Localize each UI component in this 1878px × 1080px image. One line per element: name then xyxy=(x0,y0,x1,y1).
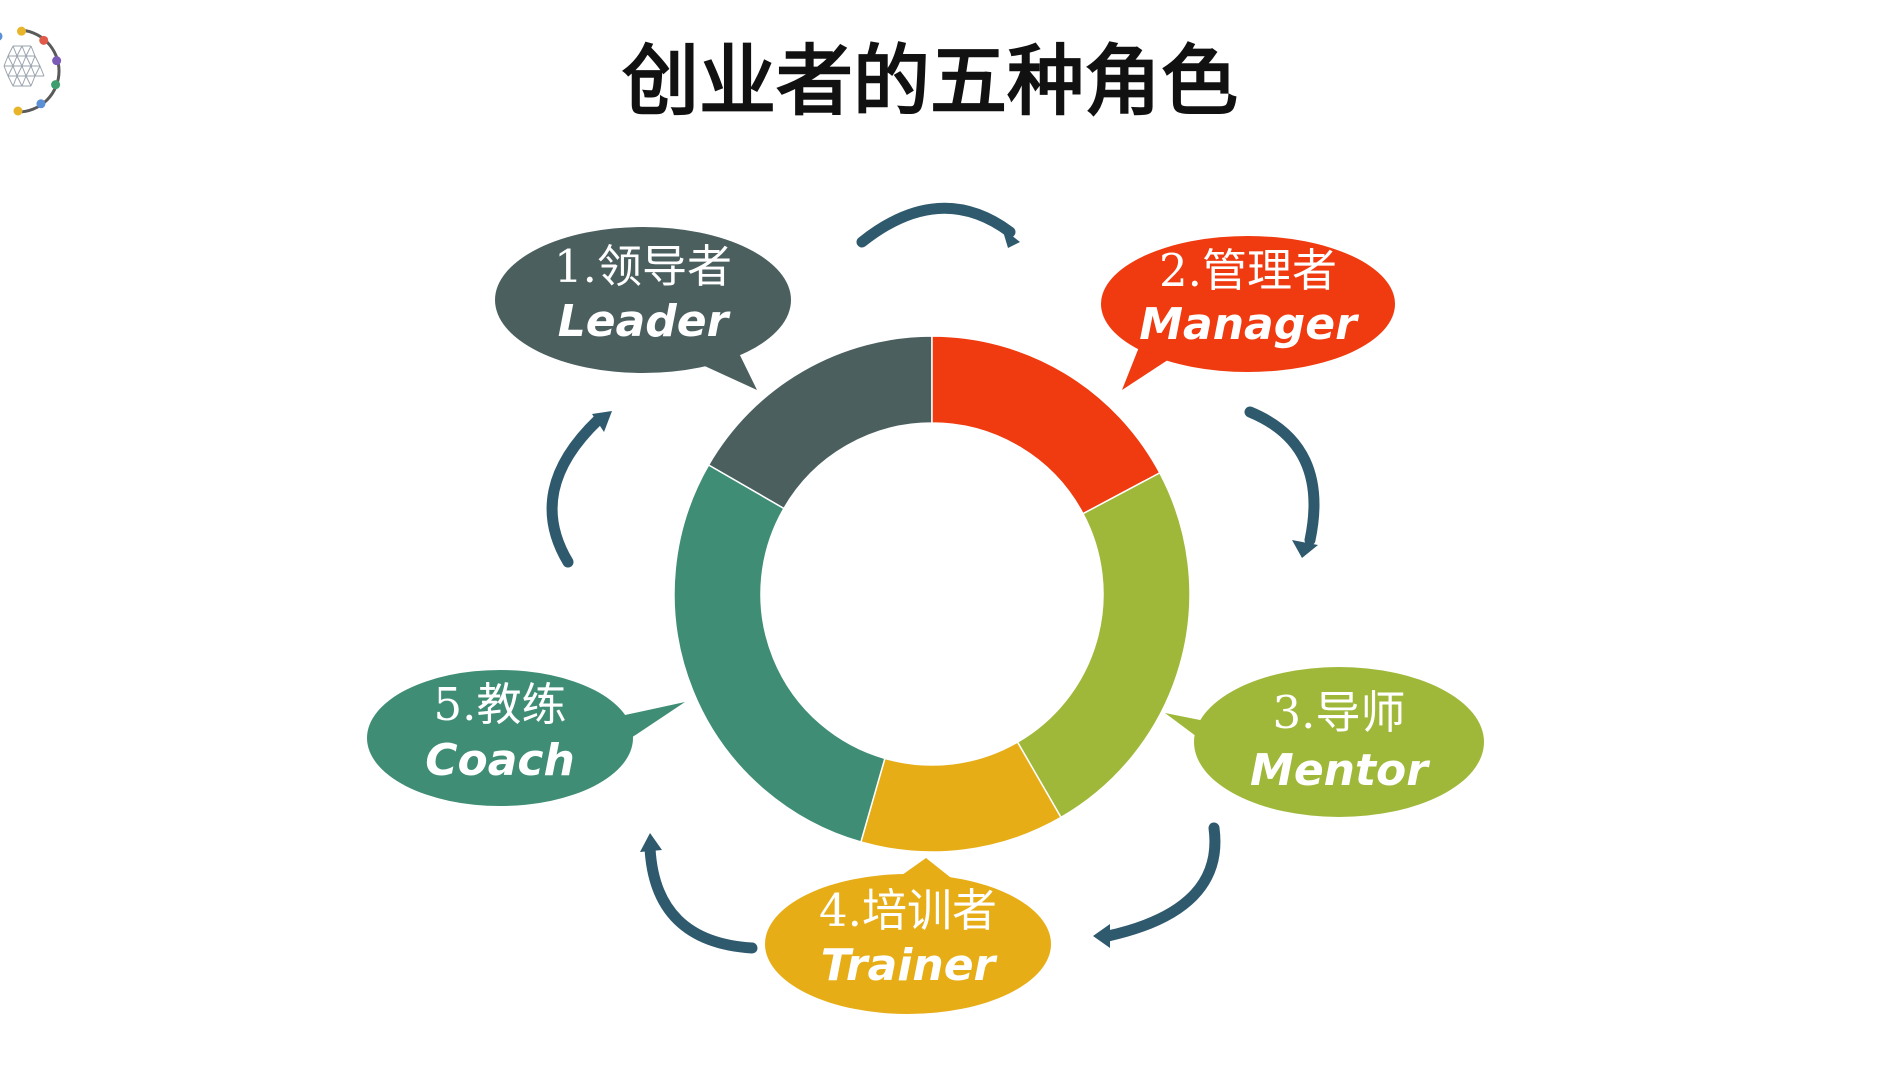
bubble-mentor: 3.导师 Mentor xyxy=(1165,667,1484,817)
arrowhead-icon xyxy=(640,833,662,852)
role-label-cn: 1.领导者 xyxy=(554,240,732,293)
bubble-leader: 1.领导者 Leader xyxy=(495,227,791,390)
cycle-arrows xyxy=(546,202,1320,954)
arrowhead-icon xyxy=(592,411,612,432)
cycle-arrow xyxy=(546,414,604,568)
cycle-arrow xyxy=(644,842,758,954)
logo-dot xyxy=(52,56,62,66)
logo-dot xyxy=(13,106,23,116)
bubble-trainer: 4.培训者 Trainer xyxy=(765,858,1051,1014)
role-label-en: Coach xyxy=(425,735,575,786)
role-label-en: Leader xyxy=(558,296,731,347)
role-label-cn: 3.导师 xyxy=(1273,686,1406,739)
role-ring xyxy=(673,335,1191,853)
network-brain-logo xyxy=(0,26,62,116)
role-label-en: Manager xyxy=(1139,299,1359,350)
logo-dot xyxy=(16,26,26,36)
cycle-arrow xyxy=(856,202,1016,248)
role-label-cn: 2.管理者 xyxy=(1159,244,1337,297)
role-label-cn: 5.教练 xyxy=(434,678,567,731)
ring-segment-mentor xyxy=(1016,471,1191,819)
bubble-body xyxy=(495,227,791,373)
bubble-manager: 2.管理者 Manager xyxy=(1101,236,1395,390)
ring-segment-manager xyxy=(931,335,1161,515)
role-label-cn: 4.培训者 xyxy=(819,884,997,937)
bubble-coach: 5.教练 Coach xyxy=(367,670,685,806)
logo-dot xyxy=(0,32,3,41)
ring-segment-coach xyxy=(673,463,886,843)
arrowhead-icon xyxy=(1093,924,1110,948)
role-label-en: Mentor xyxy=(1250,745,1430,796)
arrowhead-icon xyxy=(1292,540,1318,558)
arrowhead-icon xyxy=(1002,228,1020,248)
cycle-arrow xyxy=(1102,822,1221,942)
logo-dot xyxy=(51,80,61,90)
network-mesh-icon xyxy=(3,45,45,87)
cycle-arrow xyxy=(1244,406,1320,546)
bubble-body xyxy=(1194,667,1484,817)
logo-dot xyxy=(36,99,46,109)
bubble-body xyxy=(765,874,1051,1014)
logo-arc xyxy=(17,28,61,114)
slide-title: 创业者的五种角色 xyxy=(622,38,1238,127)
bubble-body xyxy=(1101,236,1395,372)
logo-dot xyxy=(39,35,49,45)
role-label-en: Trainer xyxy=(821,940,998,991)
bubble-body xyxy=(367,670,633,806)
